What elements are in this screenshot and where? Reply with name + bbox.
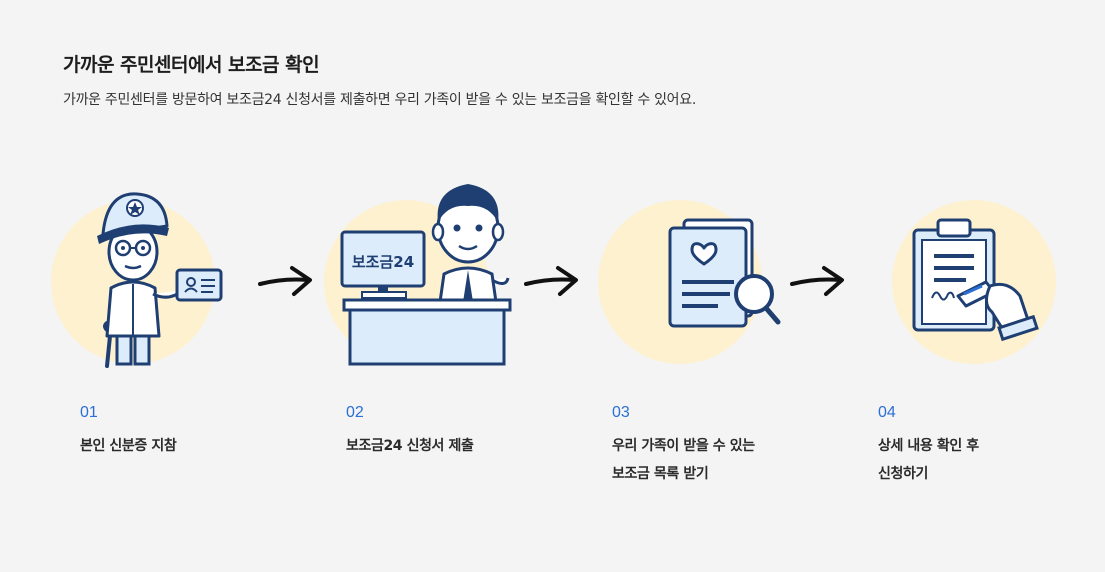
arrow-right-icon	[524, 266, 578, 296]
clipboard-signing-icon	[892, 200, 1056, 364]
arrow-right-icon	[790, 266, 844, 296]
step-number: 03	[612, 404, 630, 421]
step-text: 본인 신분증 지참	[80, 438, 177, 454]
clerk-at-desk-icon: 보조금24	[324, 184, 512, 366]
step-text: 상세 내용 확인 후 신청하기	[878, 438, 979, 482]
step-number: 02	[346, 404, 364, 421]
step-number: 01	[80, 404, 98, 421]
step-text: 보조금24 신청서 제출	[346, 438, 474, 454]
monitor-label: 보조금24	[352, 253, 414, 271]
page-description: 가까운 주민센터를 방문하여 보조금24 신청서를 제출하면 우리 가족이 받을…	[63, 92, 696, 108]
step-text: 우리 가족이 받을 수 있는 보조금 목록 받기	[612, 438, 755, 482]
document-magnifier-icon	[598, 200, 781, 364]
step-number: 04	[878, 404, 896, 421]
arrow-right-icon	[258, 266, 312, 296]
page-title: 가까운 주민센터에서 보조금 확인	[63, 54, 320, 76]
elderly-man-with-id-card-icon	[51, 192, 223, 368]
